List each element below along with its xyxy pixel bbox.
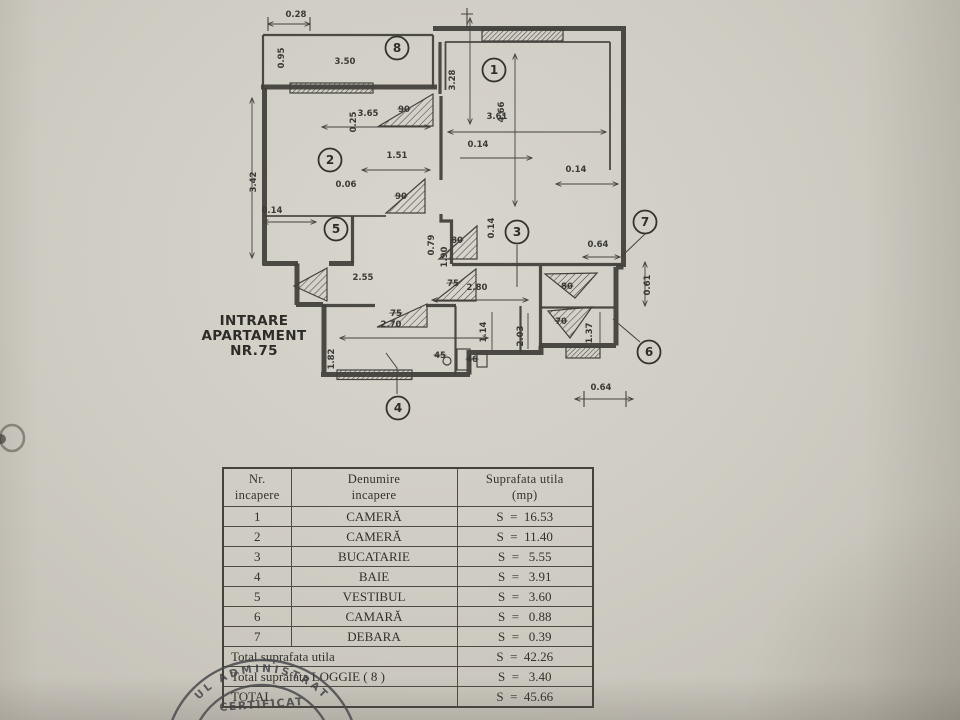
dimension-label: 0.06 — [336, 180, 357, 190]
svg-text:3: 3 — [513, 225, 521, 239]
dimension-labels: 0.28 3.50 0.95 3.650.25 1.51 3.61 0.14 3.28 0.14… — [249, 10, 653, 393]
dimension-label: 3.61 — [487, 112, 508, 122]
dimension-label: 0.64 — [588, 240, 609, 250]
column-header: Suprafata utila(mp) — [456, 467, 594, 508]
room-marker: 6 — [636, 339, 662, 365]
room-marker: 2 — [317, 147, 343, 173]
bathroom-fixtures — [442, 348, 488, 371]
door-width-label: 75 — [390, 309, 402, 319]
stamp-arc-text: UL ADMINISTRAT — [192, 663, 331, 702]
dimension-label: 3.42 — [249, 171, 259, 192]
dimension-label: 1.51 — [387, 151, 408, 161]
room-marker: 5 — [323, 216, 349, 242]
svg-text:1: 1 — [490, 63, 498, 77]
door-leaf — [437, 224, 478, 260]
dimension-label: 3.65 — [358, 109, 379, 119]
dimension-label: 0.14 — [566, 165, 587, 175]
dimension-label: 0.61 — [643, 274, 653, 295]
dimension-label: 2.70 — [381, 320, 402, 330]
dimension-label: 0.95 — [277, 47, 287, 68]
dimension-label: 1.14 — [479, 321, 489, 342]
column-header: Nr.incapere — [222, 467, 292, 508]
door-leaf — [546, 306, 594, 339]
dimension-label: 3.28 — [448, 69, 458, 90]
doors — [292, 92, 599, 339]
dimension-label: 2.55 — [353, 273, 374, 283]
door-width-label: 46 — [466, 355, 478, 365]
room-marker: 3 — [504, 219, 530, 245]
window — [565, 346, 601, 359]
room-marker: 8 — [384, 35, 410, 61]
dimension-label: 3.50 — [335, 57, 356, 67]
entrance-door-leaf — [292, 266, 328, 302]
window — [289, 82, 374, 94]
door-width-label: 70 — [555, 317, 567, 327]
window — [336, 369, 413, 381]
floor-plan: 0.28 3.50 0.95 3.650.25 1.51 3.61 0.14 3.28 0.14… — [201, 8, 662, 421]
door-width-label: 80 — [451, 236, 463, 246]
room-markers: 8 1 2 5 3 7 6 4 — [317, 35, 662, 421]
room-marker: 7 — [632, 209, 658, 235]
windows — [289, 28, 601, 381]
round-stamp: UL ADMINISTRAT CERTIFICAT — [171, 658, 353, 720]
svg-text:2: 2 — [326, 153, 334, 167]
door-leaf — [543, 272, 599, 299]
svg-text:7: 7 — [641, 215, 649, 229]
dimension-label: 1.90 — [440, 246, 450, 267]
dimension-label: 0.14 — [468, 140, 489, 150]
window — [481, 28, 564, 42]
dimension-label: 0.28 — [286, 10, 307, 20]
dimension-label: 2.80 — [467, 283, 488, 293]
door-width-label: 90 — [398, 105, 410, 115]
room-marker: 1 — [481, 57, 507, 83]
dimension-label: 4.66 — [497, 101, 507, 122]
dimension-label: 0.14 — [487, 217, 497, 238]
svg-text:4: 4 — [394, 401, 402, 415]
dimension-label: 2.03 — [516, 325, 526, 346]
interior-walls — [261, 33, 622, 374]
dimension-label: 0.79 — [427, 234, 437, 255]
ring-mark — [0, 423, 26, 453]
total-row: Total suprafata LOGGIE ( 8 )S = 3.40 — [222, 666, 594, 688]
dimension-lines — [252, 8, 645, 407]
dimension-label: 0.14 — [262, 206, 283, 216]
svg-text:8: 8 — [393, 41, 401, 55]
dimension-label: 1.37 — [585, 322, 595, 343]
dimension-label: 1.82 — [327, 348, 337, 369]
room-marker: 4 — [385, 395, 411, 421]
dimension-label: 0.25 — [349, 111, 359, 132]
door-width-label: 90 — [395, 192, 407, 202]
stamp-center-text: CERTIFICAT — [219, 695, 305, 714]
leader-lines — [385, 233, 646, 394]
door-width-label: 45 — [434, 351, 446, 361]
door-width-label: 80 — [561, 282, 573, 292]
svg-text:6: 6 — [645, 345, 653, 359]
door-width-label: 75 — [447, 279, 459, 289]
svg-text:5: 5 — [332, 222, 340, 236]
door-leaf — [376, 303, 428, 328]
dimension-label: 0.64 — [591, 383, 612, 393]
